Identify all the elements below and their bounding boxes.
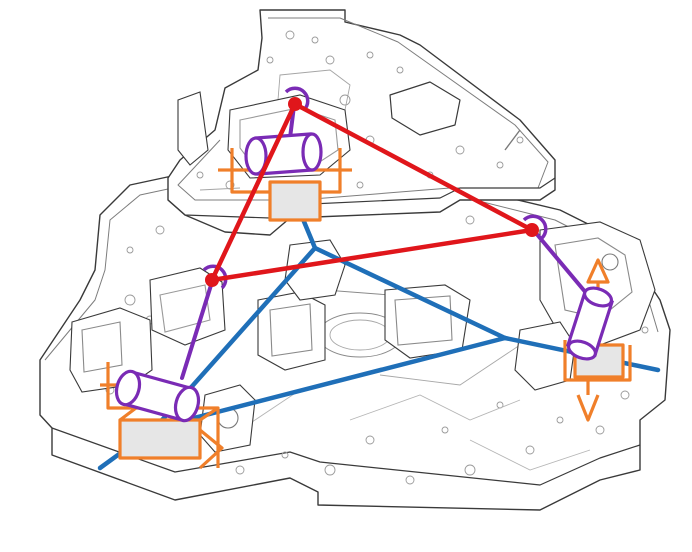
top-triangle-edge-left (209, 101, 298, 283)
cylinder-left (114, 369, 201, 423)
top-platform-triangle (209, 101, 535, 283)
cylinder-joints (114, 132, 614, 423)
top-platform-thickness (167, 177, 556, 219)
leg-right-link (533, 230, 594, 302)
spherical-joint-left (205, 273, 219, 287)
ring-left (202, 264, 228, 290)
leg-top-side-mount (177, 91, 209, 166)
top-platform-notch (389, 81, 461, 136)
center-block-right (384, 284, 471, 359)
ring-right (522, 214, 548, 240)
base-plate-thickness (51, 427, 641, 486)
spherical-joint-top (288, 97, 302, 111)
cylinder-right (566, 286, 614, 361)
leg-left-link (180, 280, 214, 380)
top-triangle-edge-right (292, 101, 535, 233)
prismatic-right-frame (563, 340, 632, 382)
prismatic-left-slider (118, 418, 202, 460)
prismatic-right-slider (573, 343, 625, 379)
spherical-joint-right (525, 223, 539, 237)
leg-left-gear (199, 384, 256, 453)
spherical-joints (205, 97, 539, 287)
base-triangle-edge-right (312, 245, 508, 341)
ring-top (284, 86, 310, 112)
leg-left-bracket (149, 267, 226, 346)
prismatic-top-slider (268, 180, 322, 222)
top-triangle-edge-bottom (209, 227, 535, 283)
cylinder-top (244, 132, 323, 176)
revolute-rings (202, 86, 548, 290)
prismatic-joints (100, 148, 632, 470)
